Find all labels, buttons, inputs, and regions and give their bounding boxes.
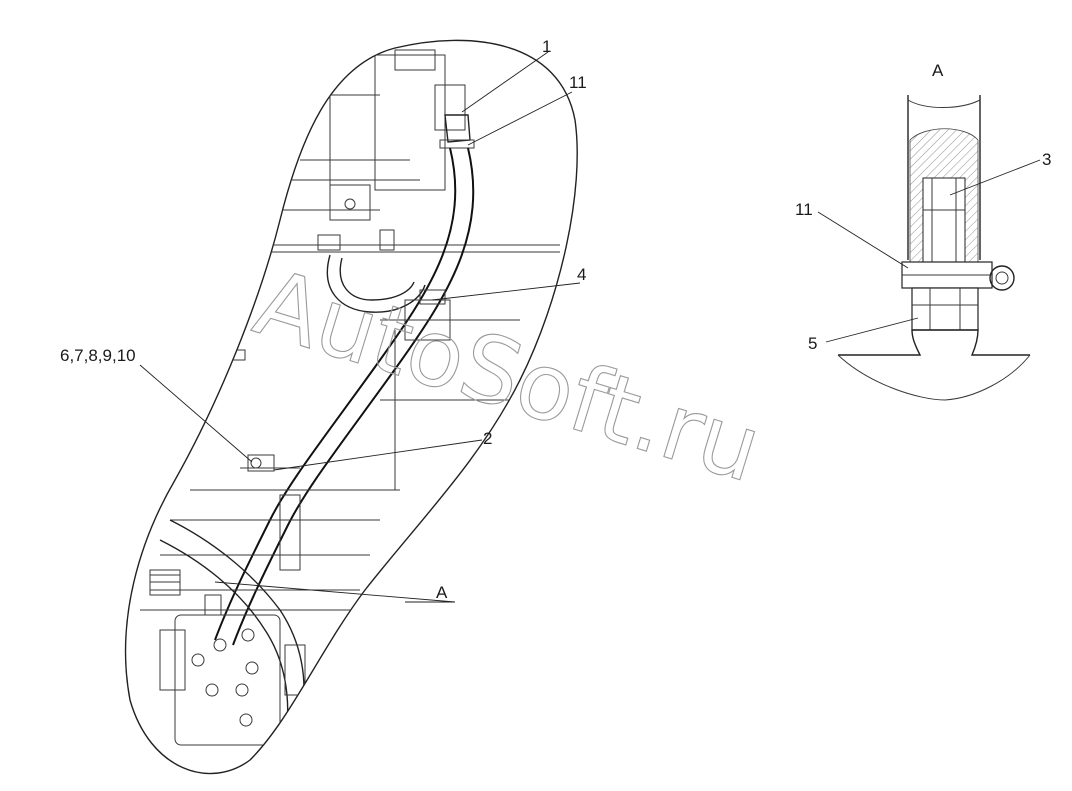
label-11-detail: 11 bbox=[795, 200, 813, 219]
leader-11-main bbox=[467, 91, 573, 146]
main-view-internals bbox=[140, 49, 560, 746]
leader-1 bbox=[461, 51, 549, 113]
label-a-main: A bbox=[436, 583, 448, 602]
leader-6-10 bbox=[139, 364, 253, 463]
leader-a-main bbox=[214, 581, 456, 603]
leader-5 bbox=[825, 317, 919, 343]
watermark-text: AutoSoft.ru bbox=[244, 249, 773, 504]
detail-title: A bbox=[932, 61, 944, 80]
label-5: 5 bbox=[808, 334, 817, 353]
main-view-outline bbox=[124, 39, 578, 775]
leader-2 bbox=[273, 439, 483, 471]
detail-view-a: A 3 11 5 bbox=[795, 61, 1051, 401]
main-view: 1 11 4 6,7,8,9,10 2 A bbox=[60, 37, 587, 775]
label-4: 4 bbox=[577, 265, 586, 284]
label-1: 1 bbox=[542, 37, 551, 56]
label-11-main: 11 bbox=[569, 73, 587, 92]
label-2: 2 bbox=[483, 429, 492, 448]
label-3: 3 bbox=[1042, 150, 1051, 169]
leader-3 bbox=[949, 159, 1041, 196]
label-6-10: 6,7,8,9,10 bbox=[60, 346, 136, 365]
leader-4 bbox=[431, 282, 581, 301]
leader-11-detail bbox=[817, 211, 909, 269]
